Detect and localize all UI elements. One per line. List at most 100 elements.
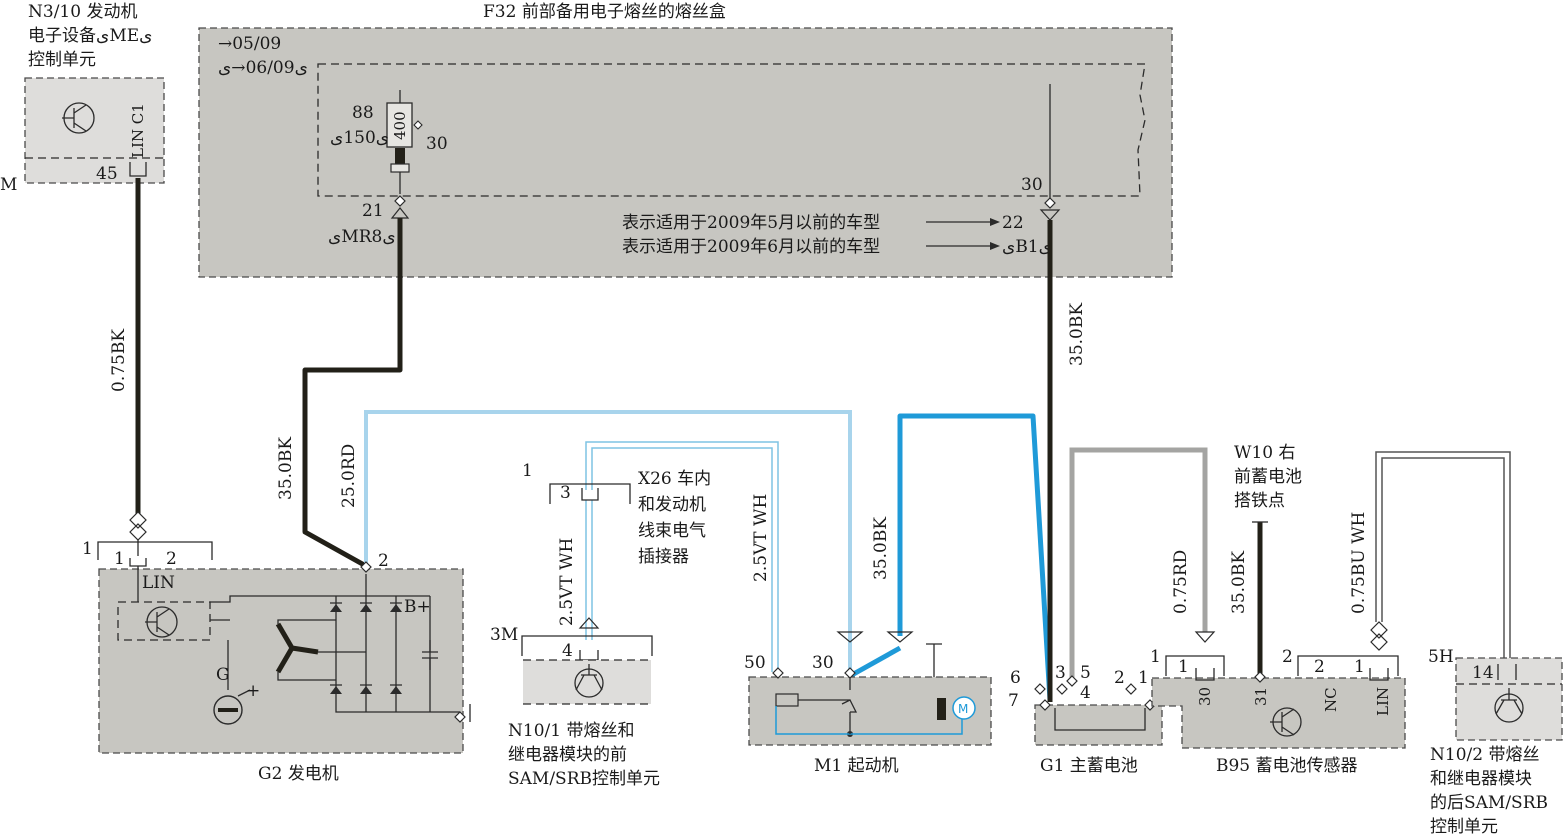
- label-wire-075bk: 0.75BK: [109, 329, 129, 392]
- battery-pin-3: 3: [1055, 663, 1066, 683]
- date-range-1: →05/09: [218, 34, 281, 54]
- starter-pin-30: 30: [812, 653, 834, 673]
- front-sam-transistor-icon: [574, 664, 604, 698]
- label-wire-350bk-right: 35.0BK: [1067, 303, 1087, 366]
- front-sam-title-3: SAM/SRB控制单元: [508, 769, 660, 789]
- gen-conn-1: 1: [82, 539, 93, 559]
- gen-lin: LIN: [142, 573, 175, 593]
- battery-title: G1 主蓄电池: [1040, 756, 1138, 776]
- connector-x26: 1 3 X26 车内 和发动机 线束电气 插接器: [522, 461, 711, 567]
- gen-transistor-icon: [145, 606, 178, 638]
- sensor-pin-31: 31: [1252, 687, 1270, 706]
- starter-title: M1 起动机: [814, 756, 899, 776]
- date-range-2: ى06/09→ى: [218, 58, 308, 78]
- x26-pin-1: 1: [522, 461, 533, 481]
- note-2: 表示适用于2009年6月以前的车型: [622, 237, 880, 257]
- sensor-title: B95 蓄电池传感器: [1216, 756, 1358, 776]
- front-sam-n10-1: 3M 4 N10/1 带熔丝和 继电器模块的前 SAM/SRB控制单元: [490, 617, 660, 789]
- wire-075bu: [1375, 451, 1511, 666]
- sensor-conn-1: 1: [1150, 647, 1161, 667]
- battery-pin-1: 1: [1138, 668, 1149, 688]
- sensor-pin-2: 2: [1314, 657, 1325, 677]
- starter-motor-icon: M: [952, 696, 976, 720]
- stator-winding-icon: [275, 619, 366, 681]
- rear-sam-title-3: 的后SAM/SRB: [1430, 793, 1548, 813]
- ecu-n3-10: N3/10 发动机 电子设备ىMEى 控制单元 LIN C1 45 M: [0, 2, 165, 195]
- battery-pin-5: 5: [1080, 663, 1091, 683]
- ground-title-2: 前蓄电池: [1234, 467, 1302, 487]
- ground-title-3: 搭铁点: [1234, 491, 1285, 511]
- ecu-side-label: M: [0, 175, 17, 195]
- battery-sensor-b95: 1 1 2 2 1 30 31 NC LIN B95 蓄电池传感器: [1150, 631, 1406, 776]
- starter-brush-icon: [937, 698, 946, 720]
- wire-350bk-mid: [897, 413, 1053, 701]
- gen-bplus: B+: [404, 597, 431, 617]
- fuse-pin-21: 21: [362, 201, 384, 221]
- rear-sam-title-2: 和继电器模块: [1430, 769, 1532, 789]
- x26-label-1: X26 车内: [638, 469, 711, 489]
- svg-text:M: M: [958, 702, 968, 716]
- starter-solenoid-icon: [775, 693, 799, 707]
- starter-m1: 50 30 M M1 起动机: [744, 631, 992, 776]
- x26-pin-3: 3: [560, 483, 571, 503]
- ground-w10: W10 右 前蓄电池 搭铁点: [1234, 443, 1302, 511]
- ecu-pin-45: 45: [96, 164, 118, 184]
- gen-field-icon: G +: [213, 640, 260, 725]
- rear-sam-title-4: 控制单元: [1430, 817, 1498, 837]
- sensor-pin-1: 1: [1178, 657, 1189, 677]
- rectifier-diode-icon: [330, 602, 402, 694]
- x26-label-3: 线束电气: [638, 521, 706, 541]
- wire-350bk-left: [302, 218, 403, 569]
- note-1-target: 22: [1002, 213, 1024, 233]
- wire-250rd: [364, 410, 852, 674]
- wire-075rd: [1069, 447, 1208, 680]
- battery-pin-2: 2: [1114, 668, 1125, 688]
- sensor-nc: NC: [1322, 687, 1340, 712]
- x26-label-4: 插接器: [638, 547, 689, 567]
- gen-pin-b2: 2: [378, 551, 389, 571]
- ecu-pin-lin: LIN C1: [129, 103, 147, 158]
- ecu-transistor-icon: [62, 102, 95, 134]
- label-wire-25vt-2: 2.5VT WH: [751, 494, 771, 582]
- fuse-value: 400: [391, 111, 409, 140]
- battery-pin-7: 7: [1008, 691, 1019, 711]
- wires: [129, 178, 1511, 702]
- note-2-target: ىB1ى: [1002, 237, 1052, 257]
- label-wire-075rd: 0.75RD: [1171, 550, 1191, 614]
- rear-sam-n10-2: 5H 14 N10/2 带熔丝 和继电器模块 的后SAM/SRB 控制单元: [1428, 647, 1563, 837]
- label-wire-350bk-gnd: 35.0BK: [1229, 551, 1249, 614]
- sensor-pin-1b: 1: [1354, 657, 1365, 677]
- gen-plus: +: [246, 681, 260, 701]
- battery-pin-6: 6: [1010, 668, 1021, 688]
- fuse-pin-30: 30: [426, 134, 448, 154]
- sensor-lin: LIN: [1374, 687, 1392, 716]
- note-1: 表示适用于2009年5月以前的车型: [622, 213, 880, 233]
- wire-25vt-2: [585, 441, 779, 672]
- fuse-box-inner-outline: [317, 63, 1146, 197]
- ecu-title-2: 电子设备ىMEى: [28, 26, 152, 46]
- wire-25vt-1: [585, 500, 593, 640]
- battery-pin-4: 4: [1080, 683, 1091, 703]
- fuse-lead: [395, 148, 405, 164]
- gen-g: G: [216, 665, 230, 685]
- gen-pin-1: 1: [114, 549, 125, 569]
- rear-sam-transistor-icon: [1494, 688, 1524, 723]
- front-sam-title-2: 继电器模块的前: [508, 745, 627, 765]
- gen-pin-2: 2: [166, 549, 177, 569]
- fuse-pin-88: 88: [352, 103, 374, 123]
- front-sam-title-1: N10/1 带熔丝和: [508, 721, 634, 741]
- label-wire-350bk-mid: 35.0BK: [871, 517, 891, 580]
- rear-sam-pin-14: 14: [1472, 663, 1494, 683]
- battery-g1: 6 7 3 5 4 2 1 G1 主蓄电池: [1008, 663, 1163, 776]
- rear-sam-title-1: N10/2 带熔丝: [1430, 745, 1539, 765]
- starter-pin-50: 50: [744, 653, 766, 673]
- generator-g2: 1 1 2 LIN B+ G +: [82, 539, 471, 784]
- ground-title-1: W10 右: [1234, 443, 1296, 463]
- x26-label-2: 和发动机: [638, 495, 706, 515]
- front-sam-pin-4: 4: [562, 641, 573, 661]
- ecu-title-3: 控制单元: [28, 50, 96, 70]
- fuse-pin-mr8: ىMR8ى: [328, 227, 396, 247]
- fuse-box-title: F32 前部备用电子熔丝的熔丝盒: [483, 2, 726, 22]
- sensor-conn-2: 2: [1282, 647, 1293, 667]
- label-wire-075bu: 0.75BU WH: [1349, 512, 1369, 614]
